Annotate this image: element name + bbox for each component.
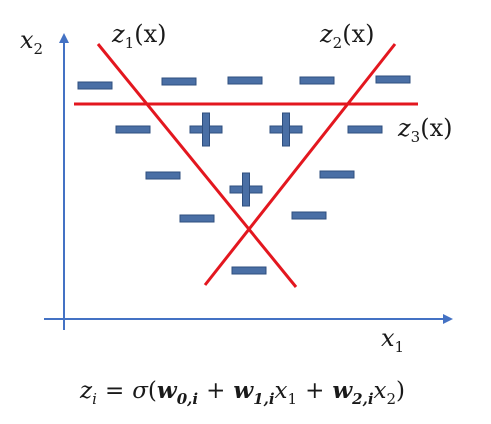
plus-sign — [229, 172, 263, 207]
equation: zi=σ(w0,i+w1,ix1+w2,ix2) — [79, 377, 405, 408]
minus-sign — [161, 77, 197, 86]
minus-sign — [319, 170, 355, 179]
line-z2 — [203, 43, 397, 286]
minus-sign — [77, 81, 113, 90]
minus-sign — [115, 125, 151, 134]
label-z3: z3(x) — [397, 114, 452, 146]
minus-sign — [375, 75, 411, 84]
minus-sign — [145, 171, 181, 180]
y-axis-label: x2 — [20, 26, 43, 58]
minus-sign — [231, 266, 267, 275]
minus-sign — [299, 76, 335, 85]
minus-sign — [347, 125, 383, 134]
plus-signs — [189, 112, 303, 207]
plus-sign — [189, 112, 223, 147]
minus-sign — [227, 76, 263, 85]
label-z2: z2(x) — [319, 20, 374, 52]
x-axis-label: x1 — [381, 324, 404, 356]
minus-sign — [291, 211, 327, 220]
minus-sign — [179, 214, 215, 223]
line-z1 — [96, 43, 298, 288]
minus-signs — [77, 75, 411, 275]
plus-sign — [269, 112, 303, 147]
label-z1: z1(x) — [111, 20, 166, 52]
